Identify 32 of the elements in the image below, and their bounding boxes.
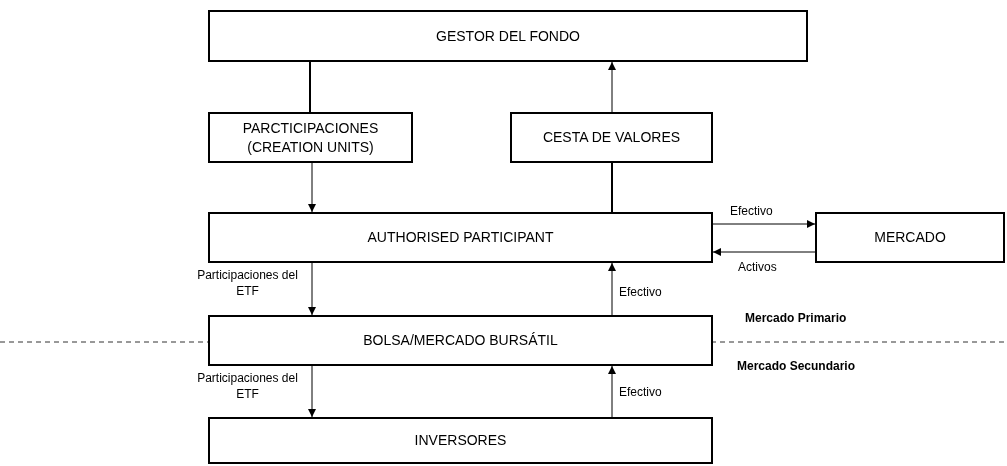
arrow	[712, 220, 816, 228]
process-box	[510, 112, 713, 163]
node-label: MERCADO	[874, 228, 946, 247]
arrow	[608, 262, 616, 316]
node-label: CESTA DE VALORES	[542, 128, 681, 147]
arrow	[608, 61, 616, 113]
arrow	[608, 365, 616, 418]
edge-label: Activos	[738, 259, 778, 276]
arrow	[308, 262, 316, 316]
edge-label: Participaciones del ETF	[196, 267, 299, 300]
connector-line	[309, 61, 311, 113]
arrow	[308, 365, 316, 418]
edge-label: Efectivo	[619, 284, 663, 301]
node-label: GESTOR DEL FONDO	[436, 26, 580, 46]
arrow	[712, 248, 816, 256]
connector-line	[611, 162, 613, 213]
zone-label: Mercado Secundario	[737, 359, 856, 373]
edge-label: Efectivo	[619, 384, 663, 401]
process-box	[208, 417, 713, 464]
node-label: PARCTICIPACIONES (CREATION UNITS)	[241, 118, 380, 157]
zone-label: Mercado Primario	[745, 311, 847, 325]
process-box	[208, 212, 713, 263]
process-box	[208, 112, 413, 163]
process-box	[815, 212, 1005, 263]
process-box	[208, 315, 713, 366]
arrow	[308, 162, 316, 213]
edge-label: Participaciones del ETF	[196, 370, 299, 403]
edge-label: Efectivo	[730, 203, 774, 220]
node-label: BOLSA/MERCADO BURSÁTIL	[363, 331, 558, 350]
process-box	[208, 10, 808, 62]
node-label: INVERSORES	[414, 431, 507, 450]
node-label: AUTHORISED PARTICIPANT	[367, 228, 554, 247]
